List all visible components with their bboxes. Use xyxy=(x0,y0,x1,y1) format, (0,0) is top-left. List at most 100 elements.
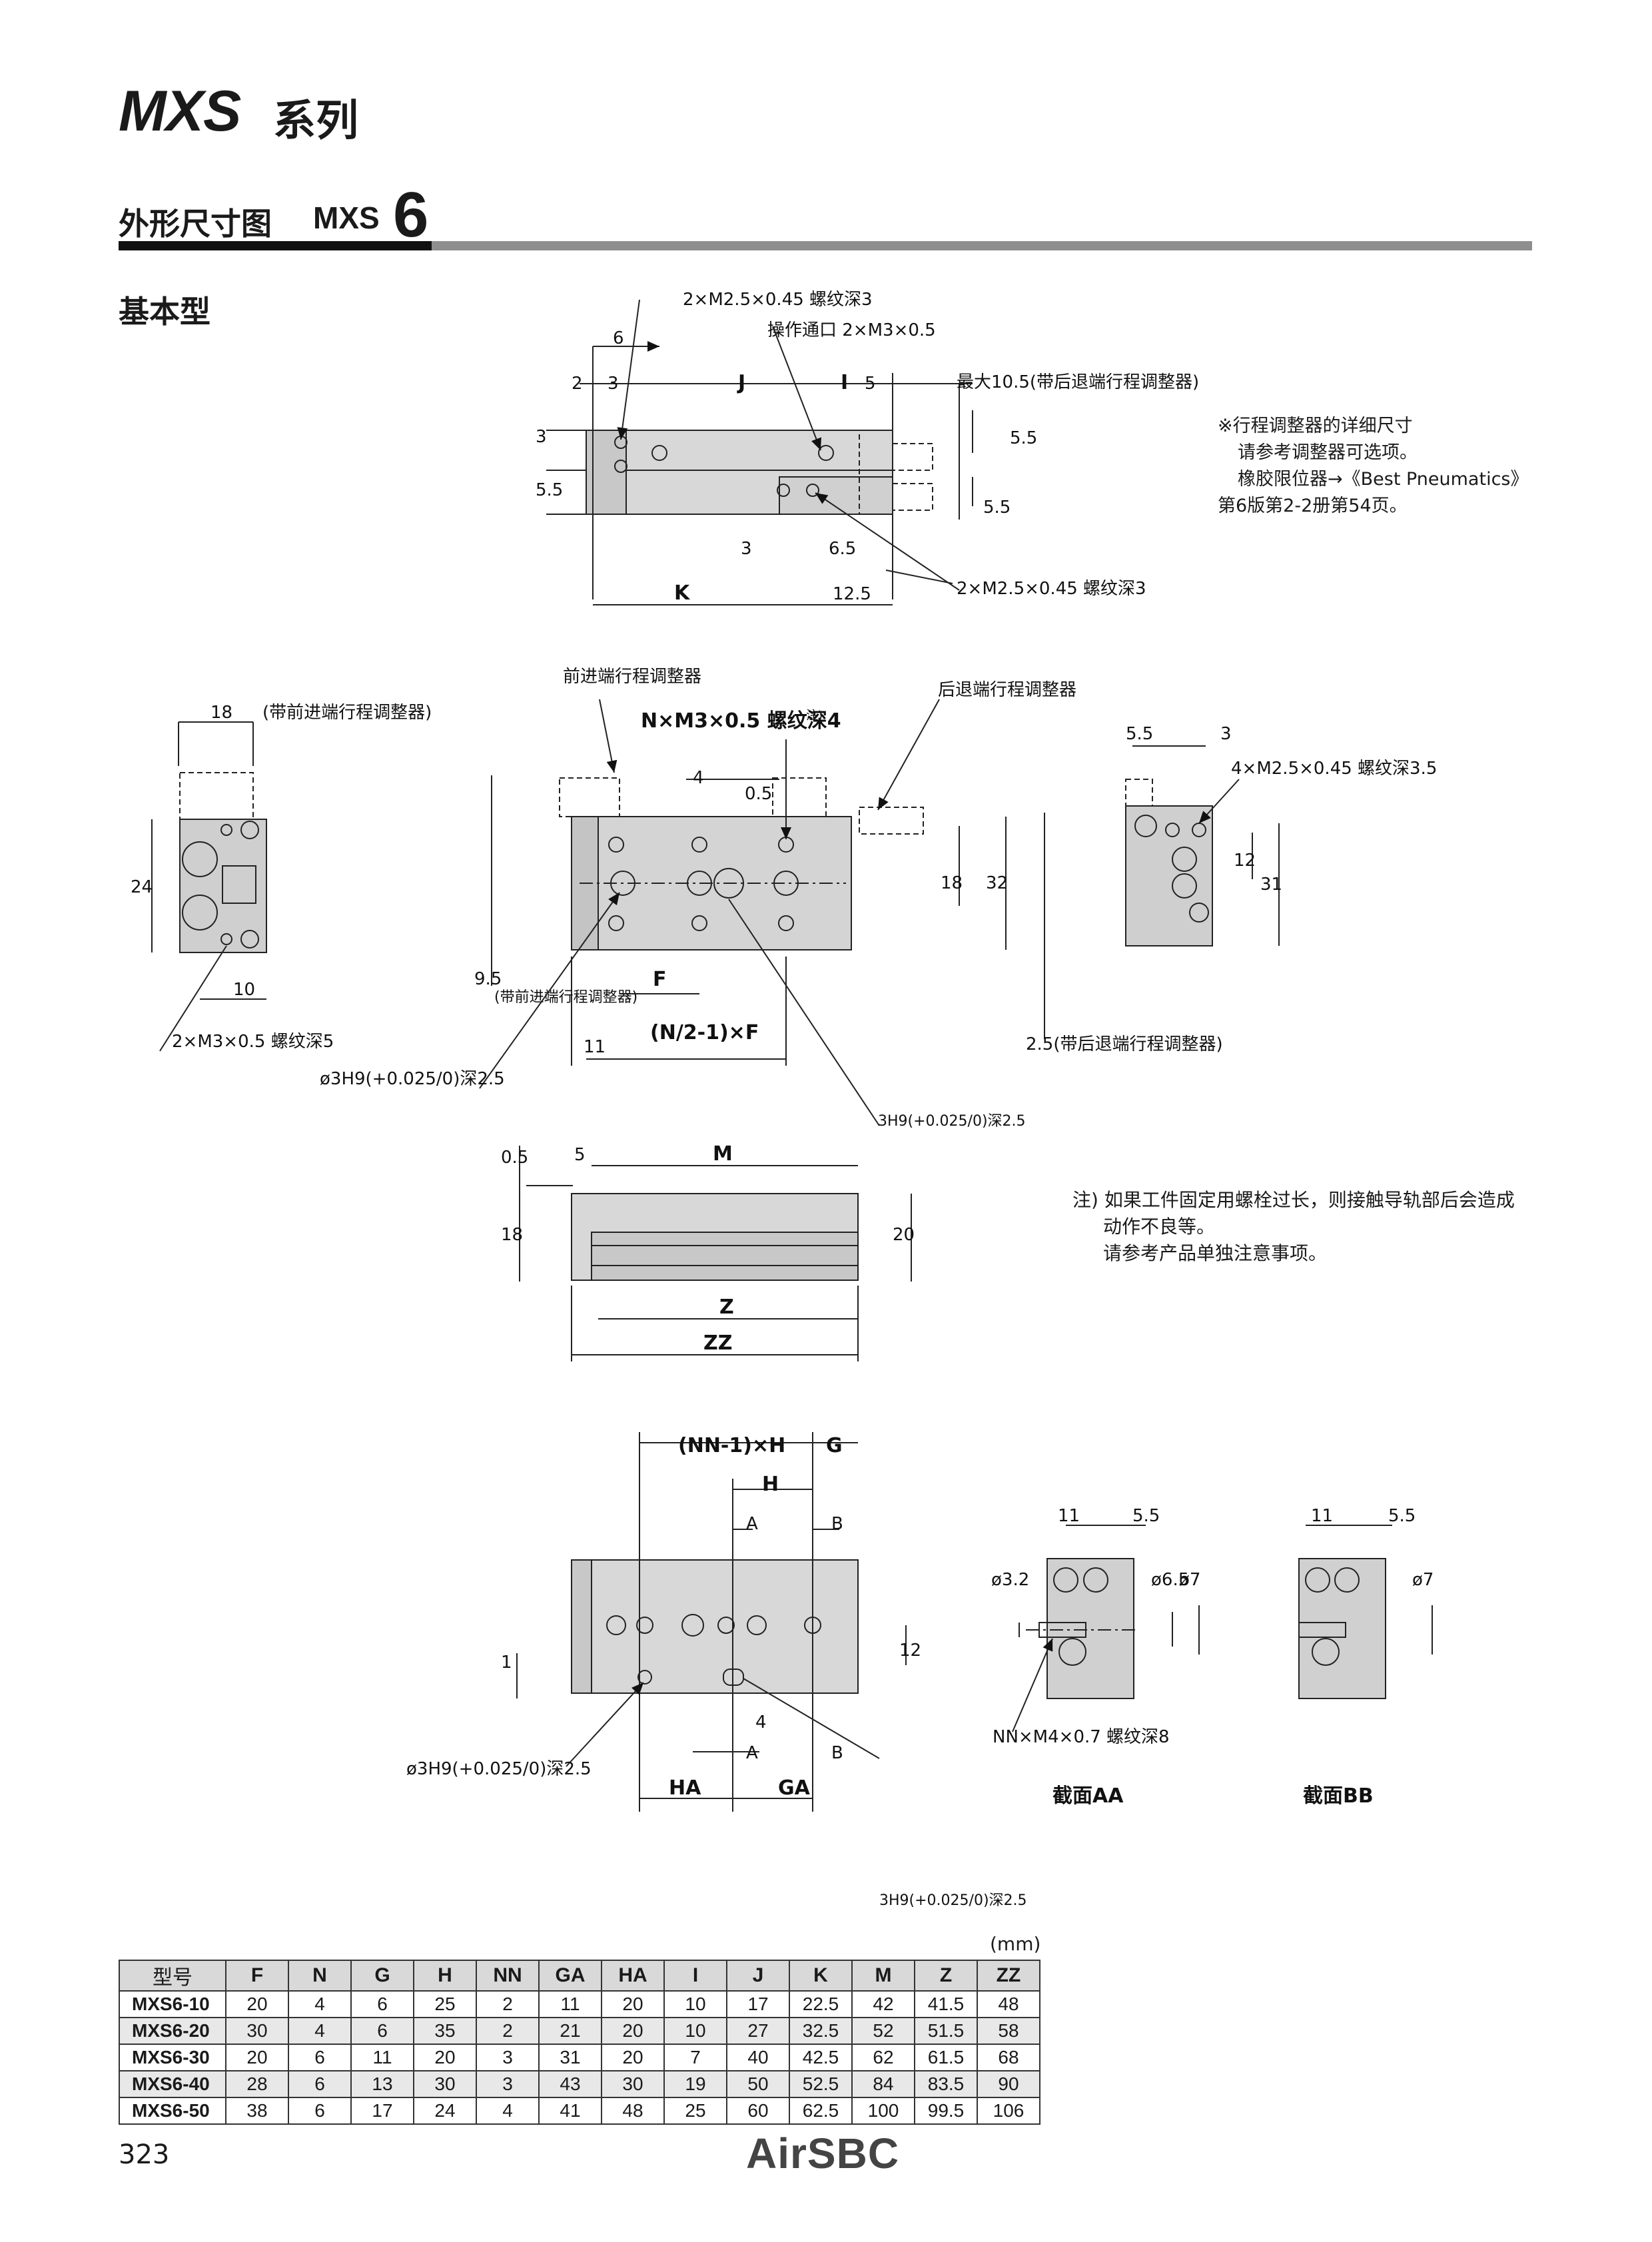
dim-aa-5.5: 5.5 xyxy=(1132,1506,1160,1526)
dim-right-5.5: 5.5 xyxy=(1126,724,1153,744)
dim-I: I xyxy=(841,371,848,394)
dim-9.5: 9.5 xyxy=(474,969,502,989)
dim-32: 32 xyxy=(986,873,1008,893)
table-cell: 83.5 xyxy=(914,2070,978,2098)
caution-note: 注) 如果工件固定用螺栓过长，则接触导轨部后会造成 动作不良等。 请参考产品单独… xyxy=(1072,1187,1515,1267)
dim-front-20: 20 xyxy=(893,1225,915,1245)
series-suffix: 系列 xyxy=(273,97,358,146)
table-cell-model: MXS6-40 xyxy=(119,2070,226,2098)
label-section-bb: 截面BB xyxy=(1303,1784,1374,1808)
table-cell: 24 xyxy=(413,2097,477,2125)
table-cell: 40 xyxy=(726,2044,790,2071)
table-cell: 84 xyxy=(851,2070,915,2098)
dim-left-18: 18 xyxy=(210,703,232,723)
table-header: F xyxy=(225,1960,289,1992)
callout-top-thread: 2×M2.5×0.45 螺纹深3 xyxy=(683,290,873,310)
dim-bb-5.5: 5.5 xyxy=(1388,1506,1416,1526)
table-cell: 4 xyxy=(476,2097,540,2125)
table-cell: 51.5 xyxy=(914,2017,978,2045)
adjuster-notes: ※行程调整器的详细尺寸 请参考调整器可选项。 橡胶限位器→《Best Pneum… xyxy=(1218,413,1528,520)
left-end-view xyxy=(151,721,267,1052)
dim-0.5: 0.5 xyxy=(745,784,772,804)
dim-4: 4 xyxy=(693,768,704,788)
table-cell: 48 xyxy=(977,1990,1040,2018)
table-header: N xyxy=(288,1960,352,1992)
dim-left-10: 10 xyxy=(233,980,255,1000)
dim-H: H xyxy=(762,1473,779,1496)
dim-left-18-note: (带前进端行程调整器) xyxy=(262,703,432,723)
table-cell: 41 xyxy=(538,2097,602,2125)
note-line: 请参考调整器可选项。 xyxy=(1238,442,1418,463)
table-cell-model: MXS6-30 xyxy=(119,2044,226,2071)
table-cell: 100 xyxy=(851,2097,915,2125)
dim-3-left: 3 xyxy=(536,427,547,447)
note-line: 橡胶限位器→《Best Pneumatics》 xyxy=(1238,469,1529,490)
table-cell-model: MXS6-10 xyxy=(119,1990,226,2018)
dim-3: 3 xyxy=(608,374,619,394)
section-aa xyxy=(1012,1525,1200,1732)
dim-5.5-left: 5.5 xyxy=(536,480,563,500)
label-pin-hole: ø3H9(+0.025/0)深2.5 xyxy=(320,1069,505,1089)
right-end-view xyxy=(1125,745,1280,946)
callout-port: 操作通口 2×M3×0.5 xyxy=(767,320,936,340)
dim-5.5-right-top: 5.5 xyxy=(1010,428,1037,448)
dim-3h9: 3H9(+0.025/0)深2.5 xyxy=(878,1113,1026,1130)
dim-right-3: 3 xyxy=(1220,724,1232,744)
label-aa-thread: NN×M4×0.7 螺纹深8 xyxy=(993,1727,1170,1747)
section-divider-accent xyxy=(119,241,432,250)
table-cell: 22.5 xyxy=(789,1990,853,2018)
section-title: 外形尺寸图 xyxy=(119,206,272,242)
table-cell: 21 xyxy=(538,2017,602,2045)
subsection-title: 基本型 xyxy=(119,294,210,330)
label-rear-adjuster: 后退端行程调整器 xyxy=(938,680,1076,700)
table-cell: 4 xyxy=(288,2017,352,2045)
side-view-labels: 前进端行程调整器 后退端行程调整器 N×M3×0.5 螺纹深4 注) 18 (带… xyxy=(131,667,1437,1130)
table-cell: 20 xyxy=(601,1990,665,2018)
dim-aa-3.2: ø3.2 xyxy=(991,1570,1029,1590)
table-cell: 35 xyxy=(413,2017,477,2045)
dim-2.5-note: 2.5(带后退端行程调整器) xyxy=(1026,1034,1223,1054)
table-cell: 68 xyxy=(977,2044,1040,2071)
dim-right-31: 31 xyxy=(1260,875,1282,895)
dim-1: 1 xyxy=(501,1653,512,1673)
dim-4-bottom: 4 xyxy=(755,1712,767,1732)
table-header: M xyxy=(851,1960,915,1992)
table-cell: 6 xyxy=(350,2017,414,2045)
table-cell: 106 xyxy=(977,2097,1040,2125)
table-header: Z xyxy=(914,1960,978,1992)
table-cell: 99.5 xyxy=(914,2097,978,2125)
dim-GA: GA xyxy=(778,1776,811,1800)
table-cell: 4 xyxy=(288,1990,352,2018)
dim-left-24: 24 xyxy=(131,877,153,897)
dim-A-bottom: A xyxy=(746,1743,758,1763)
dim-2: 2 xyxy=(572,374,583,394)
table-cell: 6 xyxy=(288,2097,352,2125)
table-cell: 11 xyxy=(538,1990,602,2018)
label-section-aa: 截面AA xyxy=(1052,1784,1124,1808)
dim-right-12: 12 xyxy=(1234,851,1256,871)
table-cell: 20 xyxy=(601,2017,665,2045)
dim-12: 12 xyxy=(899,1641,921,1661)
section-size: 6 xyxy=(393,179,429,250)
table-header: J xyxy=(726,1960,790,1992)
table-cell: 31 xyxy=(538,2044,602,2071)
front-view xyxy=(519,1146,912,1361)
dim-ZZ: ZZ xyxy=(703,1331,733,1355)
label-left-thread: 2×M3×0.5 螺纹深5 xyxy=(172,1032,334,1052)
caution-line: 动作不良等。 xyxy=(1103,1216,1216,1238)
dimensions-table: 型号 F N G H NN GA HA I J K M Z ZZ MXS6-10… xyxy=(119,1960,1040,2125)
table-cell: 48 xyxy=(601,2097,665,2125)
dim-5.5-right-bottom: 5.5 xyxy=(983,498,1011,518)
table-cell: 20 xyxy=(413,2044,477,2071)
label-right-thread: 4×M2.5×0.45 螺纹深3.5 xyxy=(1231,759,1437,779)
table-cell: 17 xyxy=(726,1990,790,2018)
table-cell: 3 xyxy=(476,2044,540,2071)
table-cell-model: MXS6-50 xyxy=(119,2097,226,2125)
dim-front-0.5: 0.5 xyxy=(501,1148,528,1168)
table-cell: 6 xyxy=(350,1990,414,2018)
table-cell: 90 xyxy=(977,2070,1040,2098)
